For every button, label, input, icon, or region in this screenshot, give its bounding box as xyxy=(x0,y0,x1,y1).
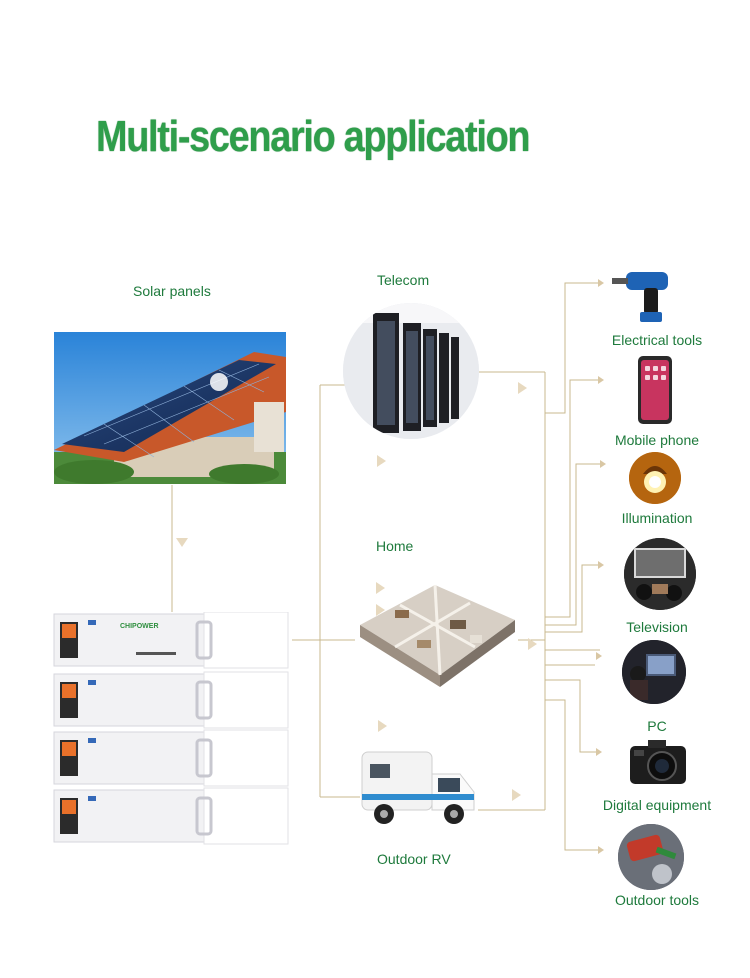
home-floorplan-image xyxy=(355,565,520,693)
phone-icon xyxy=(636,356,680,426)
rv-label: Outdoor RV xyxy=(377,851,451,867)
device-label-digital-equipment: Digital equipment xyxy=(602,797,712,813)
arrow-icon xyxy=(596,748,602,756)
device-label-television: Television xyxy=(626,619,688,635)
arrow-icon xyxy=(598,279,604,287)
arrow-icon xyxy=(600,460,606,468)
device-label-pc: PC xyxy=(647,718,667,734)
rv-image xyxy=(360,744,478,830)
arrow-icon xyxy=(598,846,604,854)
arrow-icon xyxy=(596,652,602,660)
drill-icon xyxy=(612,266,680,326)
arrow-icon xyxy=(378,720,387,732)
solar-label: Solar panels xyxy=(133,283,211,299)
battery-brand: CHIPOWER xyxy=(120,623,159,630)
battery-stack-image xyxy=(52,611,292,852)
arrow-icon xyxy=(376,582,385,594)
device-label-mobile-phone: Mobile phone xyxy=(614,432,700,448)
arrow-icon xyxy=(598,376,604,384)
outdoor-tool-icon xyxy=(618,824,684,890)
arrow-icon xyxy=(377,455,386,467)
telecom-server-image xyxy=(343,303,479,439)
page-title: Multi-scenario application xyxy=(96,112,531,161)
arrow-icon xyxy=(518,382,527,394)
arrow-icon xyxy=(176,538,188,547)
pc-icon xyxy=(622,640,686,704)
arrow-icon xyxy=(376,604,385,616)
arrow-icon xyxy=(528,638,537,650)
bulb-icon xyxy=(629,452,681,504)
camera-icon xyxy=(628,736,688,790)
arrow-icon xyxy=(512,789,521,801)
device-label-illumination: Illumination xyxy=(621,510,693,526)
solar-panel-image xyxy=(54,332,286,484)
home-label: Home xyxy=(376,538,414,554)
tv-icon xyxy=(624,538,696,610)
device-label-outdoor-tools: Outdoor tools xyxy=(614,892,700,908)
telecom-label: Telecom xyxy=(377,272,430,288)
device-label-electrical-tools: Electrical tools xyxy=(611,332,703,348)
arrow-icon xyxy=(598,561,604,569)
